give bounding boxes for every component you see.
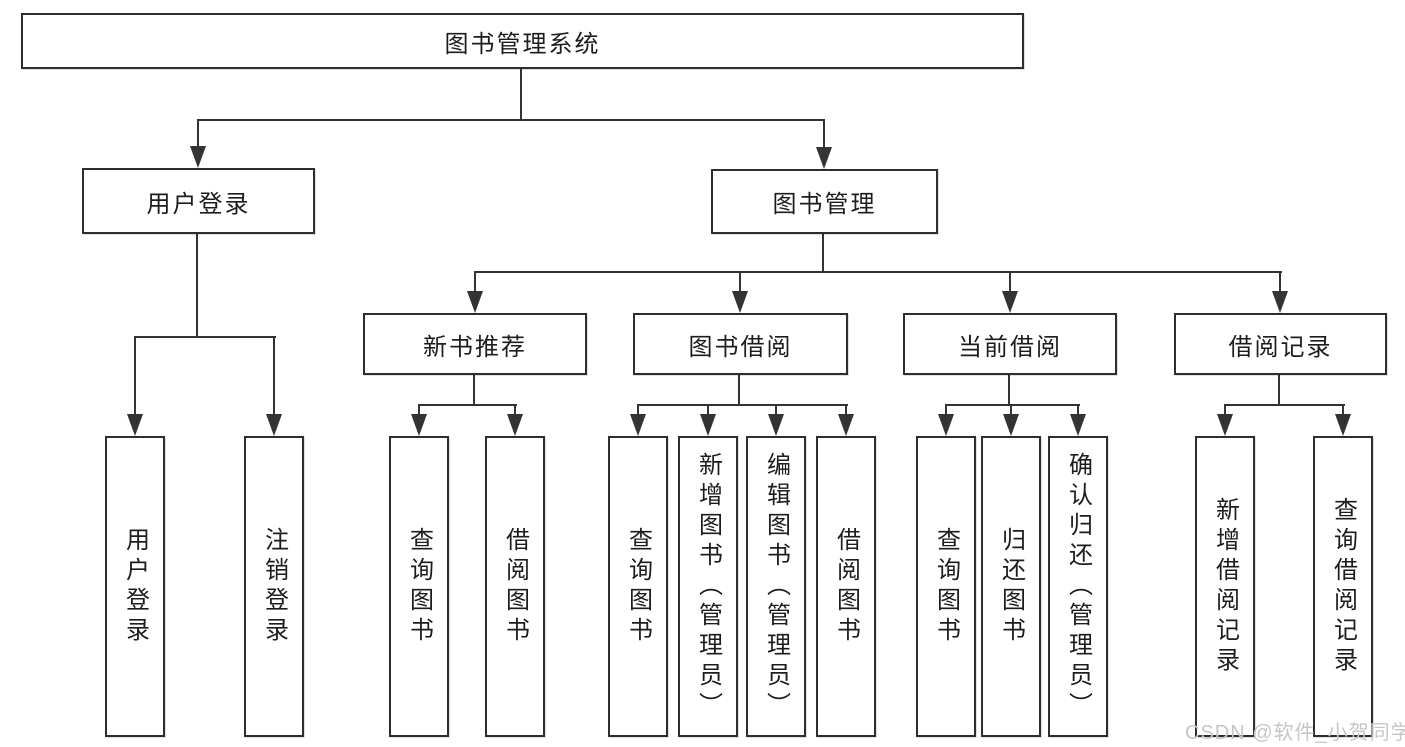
connector-line (1008, 375, 1010, 406)
leaf-current-return-book: 归还图书 (981, 436, 1041, 737)
arrow-down-icon (190, 121, 206, 168)
arrow-down-icon (1217, 406, 1233, 436)
arrow-down-icon (816, 121, 832, 169)
leaf-label: 查询图书 (624, 526, 652, 647)
node-borrow-records: 借阅记录 (1174, 313, 1387, 375)
node-label: 用户登录 (146, 190, 251, 218)
leaf-label: 新增图书（管理员） (694, 451, 722, 722)
leaf-user-login: 用户登录 (105, 436, 165, 737)
arrow-down-icon (411, 406, 427, 436)
leaf-label: 查询图书 (405, 526, 433, 647)
arrow-down-icon (700, 406, 716, 436)
arrow-down-icon (630, 406, 646, 436)
connector-line (134, 336, 276, 338)
node-user-login: 用户登录 (82, 168, 315, 234)
arrow-down-icon (1272, 273, 1288, 313)
node-book-management: 图书管理 (711, 169, 938, 234)
connector-line (520, 69, 522, 121)
arrow-down-icon (507, 406, 523, 436)
leaf-newbook-query-book: 查询图书 (389, 436, 449, 737)
leaf-logout: 注销登录 (244, 436, 304, 737)
connector-line (197, 119, 825, 121)
leaf-borrow-edit-book-admin: 编辑图书（管理员） (746, 436, 806, 737)
leaf-newbook-borrow-book: 借阅图书 (485, 436, 545, 737)
node-new-book-recommend: 新书推荐 (363, 313, 587, 375)
connector-line (196, 234, 198, 338)
node-label: 图书管理系统 (444, 30, 601, 58)
node-label: 新书推荐 (423, 333, 527, 361)
arrow-down-icon (838, 406, 854, 436)
leaf-records-add-record: 新增借阅记录 (1195, 436, 1255, 737)
leaf-label: 借阅图书 (832, 526, 860, 647)
leaf-borrow-borrow-book: 借阅图书 (816, 436, 876, 737)
arrow-down-icon (938, 406, 954, 436)
connector-line (1224, 404, 1345, 406)
node-label: 借阅记录 (1228, 333, 1333, 361)
leaf-label: 归还图书 (997, 526, 1025, 647)
node-label: 当前借阅 (958, 333, 1062, 361)
arrow-down-icon (768, 406, 784, 436)
leaf-borrow-add-book-admin: 新增图书（管理员） (678, 436, 738, 737)
arrow-down-icon (1003, 406, 1019, 436)
arrow-down-icon (732, 273, 748, 313)
leaf-current-confirm-return-admin: 确认归还（管理员） (1048, 436, 1108, 737)
arrow-down-icon (1335, 406, 1351, 436)
leaf-label: 查询图书 (932, 526, 960, 647)
arrow-down-icon (1002, 273, 1018, 313)
leaf-label: 新增借阅记录 (1211, 496, 1239, 677)
connector-line (418, 404, 517, 406)
node-library-system: 图书管理系统 (21, 13, 1024, 69)
leaf-label: 查询借阅记录 (1329, 496, 1357, 677)
watermark: CSDN @软件_小贺同学 (1185, 722, 1405, 744)
leaf-borrow-query-book: 查询图书 (608, 436, 668, 737)
connector-line (637, 404, 848, 406)
connector-line (738, 375, 740, 406)
leaf-current-query-book: 查询图书 (916, 436, 976, 737)
connector-line (822, 234, 824, 273)
connector-line (1278, 375, 1280, 406)
node-label: 图书管理 (772, 191, 877, 218)
arrow-down-icon (1070, 406, 1086, 436)
arrow-down-icon (467, 273, 483, 313)
connector-line (474, 271, 1282, 273)
leaf-label: 注销登录 (260, 526, 288, 647)
leaf-label: 用户登录 (121, 526, 149, 647)
node-book-borrow: 图书借阅 (633, 313, 848, 375)
node-label: 图书借阅 (688, 333, 793, 361)
connector-line (945, 404, 1080, 406)
arrow-down-icon (127, 338, 143, 436)
leaf-label: 编辑图书（管理员） (762, 451, 790, 722)
arrow-down-icon (266, 338, 282, 436)
leaf-label: 确认归还（管理员） (1064, 451, 1092, 722)
leaf-records-query-record: 查询借阅记录 (1313, 436, 1373, 737)
node-current-borrow: 当前借阅 (903, 313, 1117, 375)
leaf-label: 借阅图书 (501, 526, 529, 647)
connector-line (473, 375, 475, 406)
